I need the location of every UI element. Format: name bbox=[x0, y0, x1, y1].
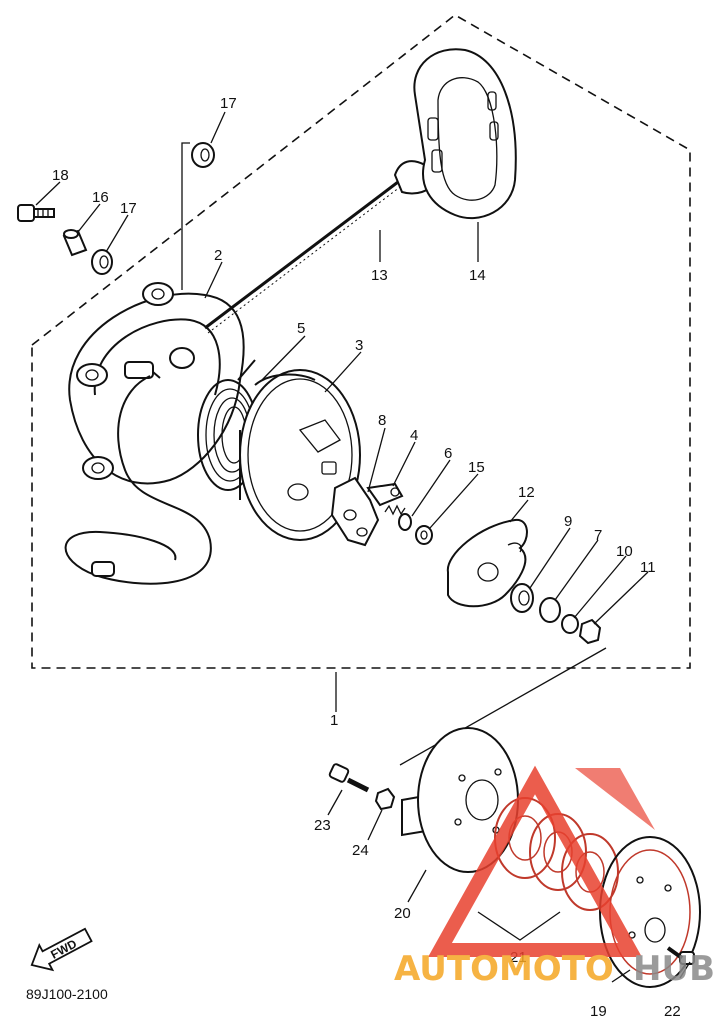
part-label-6: 6 bbox=[444, 445, 452, 462]
assembly-boundary bbox=[31, 14, 691, 669]
washer-15 bbox=[415, 525, 433, 545]
mounting-lug bbox=[76, 363, 108, 387]
cable-end-fitting bbox=[91, 561, 115, 577]
starter-handle bbox=[393, 48, 517, 220]
part-label-15: 15 bbox=[468, 459, 485, 476]
bolt-23 bbox=[328, 763, 370, 793]
friction-plate bbox=[446, 518, 528, 608]
drawing-code: 89J100-2100 bbox=[26, 986, 108, 1002]
part-label-5: 5 bbox=[297, 320, 305, 337]
part-label-16: 16 bbox=[92, 189, 109, 206]
nut-24 bbox=[374, 787, 396, 811]
part-label-9: 9 bbox=[564, 513, 572, 530]
part-label-19: 19 bbox=[590, 1003, 607, 1020]
part-label-20: 20 bbox=[394, 905, 411, 922]
collar-16 bbox=[62, 229, 88, 257]
part-label-13: 13 bbox=[371, 267, 388, 284]
part-label-14: 14 bbox=[469, 267, 486, 284]
part-label-3: 3 bbox=[355, 337, 363, 354]
drive-plate bbox=[401, 727, 519, 873]
spacer-9 bbox=[510, 583, 534, 613]
part-label-18: 18 bbox=[52, 167, 69, 184]
watermark-triangle-icon bbox=[428, 765, 642, 957]
bolt-22 bbox=[666, 946, 695, 965]
washer-10 bbox=[561, 614, 579, 634]
part-label-4: 4 bbox=[410, 427, 418, 444]
nut-11 bbox=[578, 618, 602, 645]
fwd-direction-badge: FWD bbox=[30, 927, 93, 972]
part-label-2: 2 bbox=[214, 247, 222, 264]
part-label-1: 1 bbox=[330, 712, 338, 729]
part-label-17: 17 bbox=[220, 95, 237, 112]
starter-case bbox=[68, 282, 245, 485]
starter-cable bbox=[64, 375, 212, 585]
part-label-24: 24 bbox=[352, 842, 369, 859]
grommet-17-top bbox=[191, 142, 215, 168]
bolt-18 bbox=[17, 204, 55, 222]
part-label-23: 23 bbox=[314, 817, 331, 834]
watermark-text-hub: HUB bbox=[633, 949, 715, 989]
washer-7 bbox=[539, 597, 561, 623]
part-labels: 17 18 16 17 2 13 14 5 3 8 4 6 15 12 9 7 … bbox=[52, 95, 681, 1020]
grommet-17 bbox=[91, 249, 113, 275]
washer-6 bbox=[398, 513, 412, 531]
pawl-spring bbox=[384, 504, 406, 516]
mounting-lug bbox=[82, 456, 114, 480]
watermark-logo: AUTOMOTO HUB bbox=[394, 765, 715, 989]
leader-lines bbox=[35, 111, 691, 983]
part-label-12: 12 bbox=[518, 484, 535, 501]
part-label-17: 17 bbox=[120, 200, 137, 217]
pawl bbox=[330, 476, 380, 547]
starter-rope bbox=[204, 180, 401, 334]
mounting-lug bbox=[142, 282, 174, 306]
watermark-text-automoto: AUTOMOTO bbox=[394, 949, 614, 989]
part-label-22: 22 bbox=[664, 1003, 681, 1020]
part-label-8: 8 bbox=[378, 412, 386, 429]
pawl-arm bbox=[366, 482, 404, 507]
part-label-10: 10 bbox=[616, 543, 633, 560]
part-label-11: 11 bbox=[640, 559, 656, 576]
part-label-7: 7 bbox=[594, 527, 602, 544]
rope-reel bbox=[239, 369, 361, 541]
